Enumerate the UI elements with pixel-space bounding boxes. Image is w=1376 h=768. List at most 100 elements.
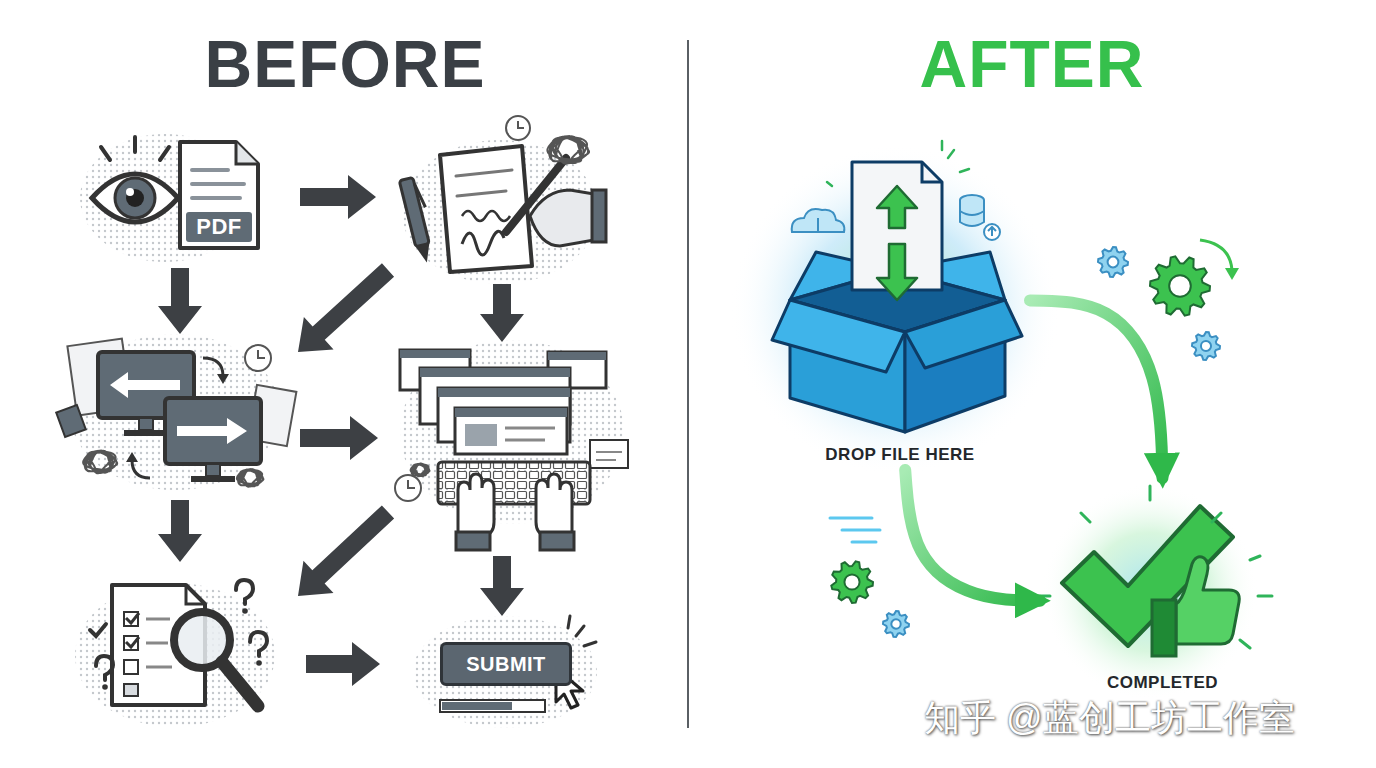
- signing-icon-polygon: [440, 146, 532, 272]
- review-icon-line: [222, 662, 258, 706]
- transfer-icon-ellipse: [70, 334, 280, 490]
- eye-icon-path: [101, 137, 169, 160]
- transfer-icon: [56, 334, 296, 490]
- signing-icon-circle: [506, 116, 530, 140]
- typing-icon-ellipse: [400, 340, 624, 524]
- upload-illustration-path: [830, 518, 880, 542]
- gear-icons: [831, 247, 1220, 637]
- document-outline-path: [236, 142, 258, 164]
- transfer-icon-rect: [206, 464, 220, 476]
- typing-icon-path: [408, 480, 415, 488]
- rotate-arrow-head: [1225, 268, 1239, 280]
- scribble: [237, 469, 264, 487]
- transfer-icon-rect: [124, 430, 168, 436]
- upload-illustration-path: [960, 200, 984, 226]
- eye-icon-circle: [115, 178, 155, 218]
- typing-icon-circle: [395, 475, 421, 501]
- upload-illustration-circle: [730, 145, 1060, 475]
- tangle-scribbles: [83, 136, 589, 487]
- typing-icon-rect: [540, 532, 574, 550]
- typing-icon-path: [536, 474, 572, 538]
- transfer-icon-rect: [56, 405, 86, 437]
- typing-icon-rect: [548, 352, 606, 360]
- transfer-icon-polygon: [126, 452, 138, 462]
- eye-icon-circle: [126, 188, 134, 196]
- typing-icon-path: [505, 428, 555, 440]
- upload-illustration-path: [792, 209, 845, 232]
- block-arrow: [480, 556, 524, 616]
- upload-illustration: [730, 141, 1060, 542]
- signing-icon: [399, 116, 606, 284]
- typing-icon-rect: [455, 408, 567, 454]
- document-outline-path: [180, 142, 258, 248]
- signing-icon-g-polygon: [416, 243, 434, 264]
- block-arrow: [298, 263, 394, 352]
- upload-illustration-path: [922, 162, 942, 182]
- submit-button: SUBMIT: [440, 642, 572, 686]
- signing-icon-path: [518, 121, 524, 128]
- review-icon-g-path: [96, 656, 113, 680]
- flow-arrow: [1030, 300, 1163, 478]
- caption-text: DROP FILE HERE: [825, 445, 974, 465]
- upload-illustration-polygon: [772, 300, 905, 372]
- flow-arrow: [905, 470, 1040, 601]
- gear: [1098, 247, 1128, 277]
- document-outline-path: [192, 170, 244, 198]
- submit-icon-rect: [442, 702, 512, 710]
- signing-icon-path: [462, 231, 504, 255]
- watermark: 知乎 @蓝创工坊工作室: [924, 694, 1295, 743]
- upload-illustration-line: [817, 218, 819, 232]
- typing-icon-rect: [456, 532, 490, 550]
- transfer-icon-rect: [165, 398, 261, 464]
- signing-icon-path: [456, 170, 512, 196]
- section-heading: AFTER: [920, 26, 1145, 102]
- typing-icon-rect: [420, 368, 570, 377]
- review-icon: [75, 580, 275, 727]
- submit-icon-path: [568, 616, 596, 646]
- typing-icon-rect: [438, 388, 570, 397]
- review-icon-g-path: [236, 580, 253, 604]
- signing-icon-rect: [592, 190, 606, 242]
- review-icon-circle: [242, 608, 248, 614]
- signing-icon-g: [399, 176, 438, 264]
- gear: [883, 611, 909, 637]
- typing-icon-path: [458, 474, 494, 538]
- review-icon-path: [126, 613, 139, 647]
- block-arrow: [158, 268, 202, 334]
- rotate-arrow: [1200, 240, 1232, 270]
- typing-icon-rect: [465, 424, 497, 446]
- review-icon-path: [146, 619, 172, 667]
- submit-icon: [413, 616, 597, 728]
- submit-icon-ellipse: [413, 616, 597, 728]
- drop-zone: DROP FILE HERE: [770, 150, 1030, 470]
- completed-illustration: [1036, 484, 1272, 700]
- transfer-icon-path: [258, 350, 265, 358]
- block-arrow: [300, 175, 376, 219]
- transfer-icon-polygon: [110, 372, 180, 398]
- review-icon-circle: [256, 660, 262, 666]
- transfer-icon-polygon: [217, 374, 229, 384]
- transfer-icon-path: [132, 460, 150, 478]
- upload-illustration-path: [827, 141, 969, 186]
- review-icon-path: [186, 585, 205, 604]
- submit-icon-rect: [440, 700, 545, 712]
- review-icon-path: [90, 624, 106, 636]
- transfer-icon-polygon: [177, 418, 247, 444]
- file-type-badge: PDF: [186, 212, 252, 242]
- typing-icon-path: [596, 452, 622, 460]
- transfer-icon-circle: [245, 345, 271, 371]
- signing-icon-path: [462, 211, 510, 221]
- upload-illustration-polygon: [877, 244, 917, 300]
- signing-icon-g-line: [415, 183, 426, 208]
- gear: [1192, 332, 1220, 360]
- completed-illustration-circle: [1042, 484, 1258, 700]
- flow-arrows: [158, 175, 524, 686]
- gear: [831, 561, 873, 603]
- typing-icon: [395, 340, 628, 550]
- review-icon-g-path: [250, 632, 267, 656]
- gear: [1150, 256, 1210, 315]
- block-arrow: [300, 416, 378, 460]
- completed-illustration-path: [1176, 557, 1239, 644]
